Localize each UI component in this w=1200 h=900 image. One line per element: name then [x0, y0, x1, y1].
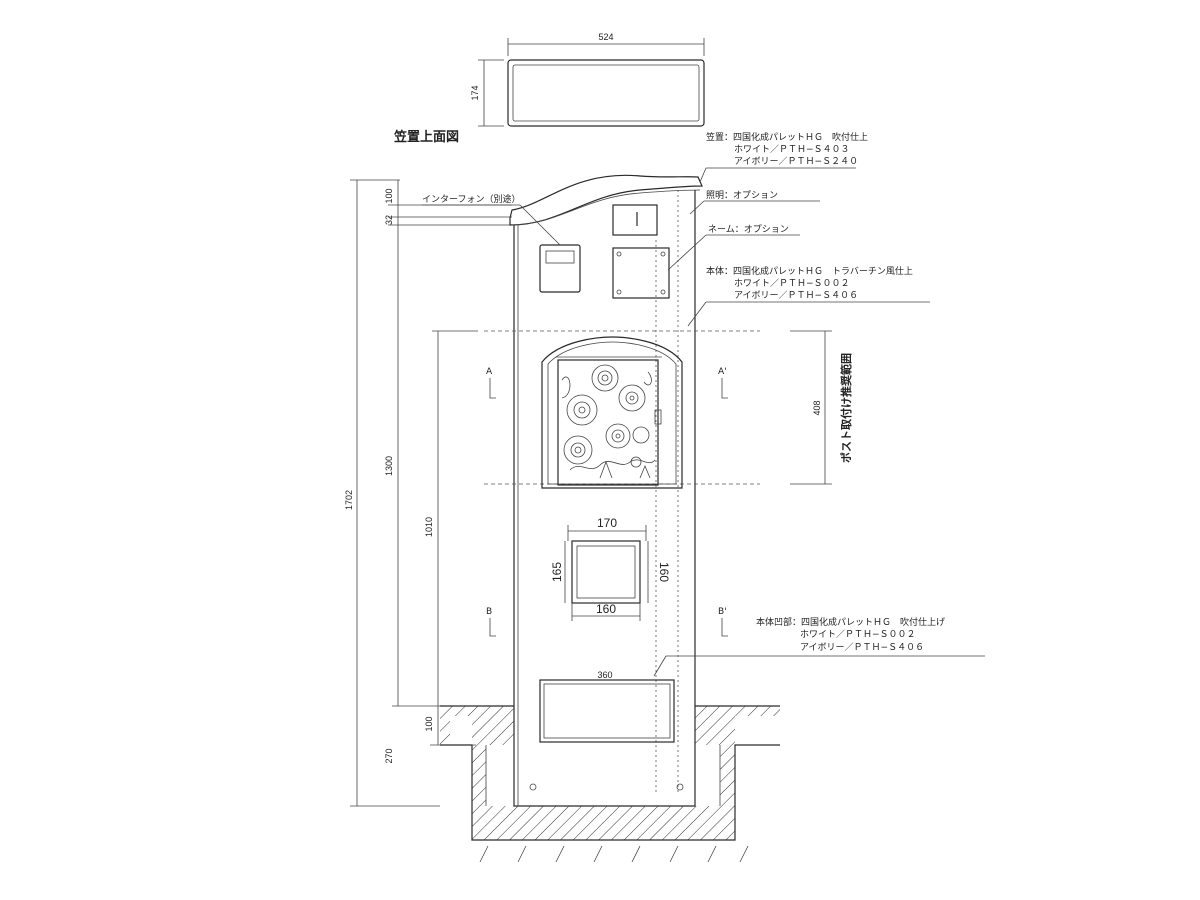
top-depth-dim: 174 — [470, 85, 480, 100]
cap-top-view-outline — [507, 59, 705, 127]
cap — [509, 174, 703, 226]
dim-opening-height-right: 160 — [657, 562, 671, 582]
dim-buried: 270 — [384, 748, 394, 763]
body-recess: 360 — [539, 670, 675, 743]
nameplate-label: ネーム：オプション — [708, 224, 789, 235]
section-a-left: A — [486, 367, 493, 377]
recess-spec-line1: 本体凹部：四国化成パレットＨＧ 吹付仕上げ — [756, 616, 945, 628]
dim-gap: 32 — [384, 215, 394, 225]
lighting-unit: 照明：オプション — [612, 190, 820, 236]
top-view-title: 笠置上面図 — [393, 129, 459, 145]
cap-top-view-inner — [512, 64, 700, 122]
dim-opening-height-left: 165 — [550, 562, 564, 582]
dim-post-area: 1010 — [424, 517, 434, 537]
cap-spec-line1: 笠置：四国化成パレットＨＧ 吹付仕上 — [706, 131, 868, 143]
top-view: 524 174 笠置上面図 — [393, 32, 705, 145]
recess-spec-line3: アイボリー／ＰＴＨ−Ｓ４０６ — [800, 642, 924, 653]
dim-above-ground: 1300 — [384, 456, 394, 476]
back-opening: 170 160 165 160 — [550, 516, 671, 621]
ground-foundation — [440, 705, 780, 863]
recess-spec-line2: ホワイト／ＰＴＨ−Ｓ００２ — [800, 629, 916, 640]
mailbox-door — [541, 336, 683, 489]
section-b-right: B' — [718, 607, 727, 617]
body-spec-line3: アイボリー／ＰＴＨ−Ｓ４０６ — [734, 290, 858, 301]
post-range-label: ポスト取付け推奨範囲 — [839, 353, 853, 463]
body-spec: 本体：四国化成パレットＨＧ トラバーチン風仕上 ホワイト／ＰＴＨ−Ｓ００２ アイ… — [687, 265, 930, 327]
anchor-hole-left — [529, 783, 537, 791]
section-b-left: B — [486, 607, 492, 617]
dim-below-floor: 100 — [424, 716, 434, 731]
lighting-label: 照明：オプション — [706, 190, 778, 201]
top-width-dim: 524 — [598, 32, 613, 42]
section-a-right: A' — [718, 367, 727, 377]
anchor-hole-right — [676, 783, 684, 791]
cap-spec-line2: ホワイト／ＰＴＨ−Ｓ４０３ — [734, 144, 850, 155]
recess-spec: 本体凹部：四国化成パレットＨＧ 吹付仕上げ ホワイト／ＰＴＨ−Ｓ００２ アイボリ… — [653, 616, 985, 677]
intercom-unit: インターフォン（別途） — [422, 193, 581, 293]
dim-total: 1702 — [344, 490, 354, 510]
body-spec-line1: 本体：四国化成パレットＨＧ トラバーチン風仕上 — [706, 265, 913, 277]
cap-spec: 笠置：四国化成パレットＨＧ 吹付仕上 ホワイト／ＰＴＨ−Ｓ４０３ アイボリー／Ｐ… — [699, 131, 868, 183]
dim-opening-width-bottom: 160 — [596, 602, 616, 616]
dim-opening-width-top: 170 — [597, 516, 617, 530]
dim-cap: 100 — [384, 188, 394, 203]
nameplate-unit: ネーム：オプション — [612, 224, 800, 299]
dim-recess-width: 360 — [597, 670, 612, 680]
rose-ornament — [561, 364, 656, 479]
post-range: 408 ポスト取付け推奨範囲 — [790, 330, 853, 485]
dim-post-range: 408 — [812, 400, 822, 415]
intercom-screen — [545, 250, 575, 264]
cap-spec-line3: アイボリー／ＰＴＨ−Ｓ２４０ — [734, 156, 858, 167]
intercom-label: インターフォン（別途） — [422, 193, 520, 205]
body-spec-line2: ホワイト／ＰＴＨ−Ｓ００２ — [734, 278, 850, 289]
section-markers: A A' B B' — [486, 367, 728, 637]
